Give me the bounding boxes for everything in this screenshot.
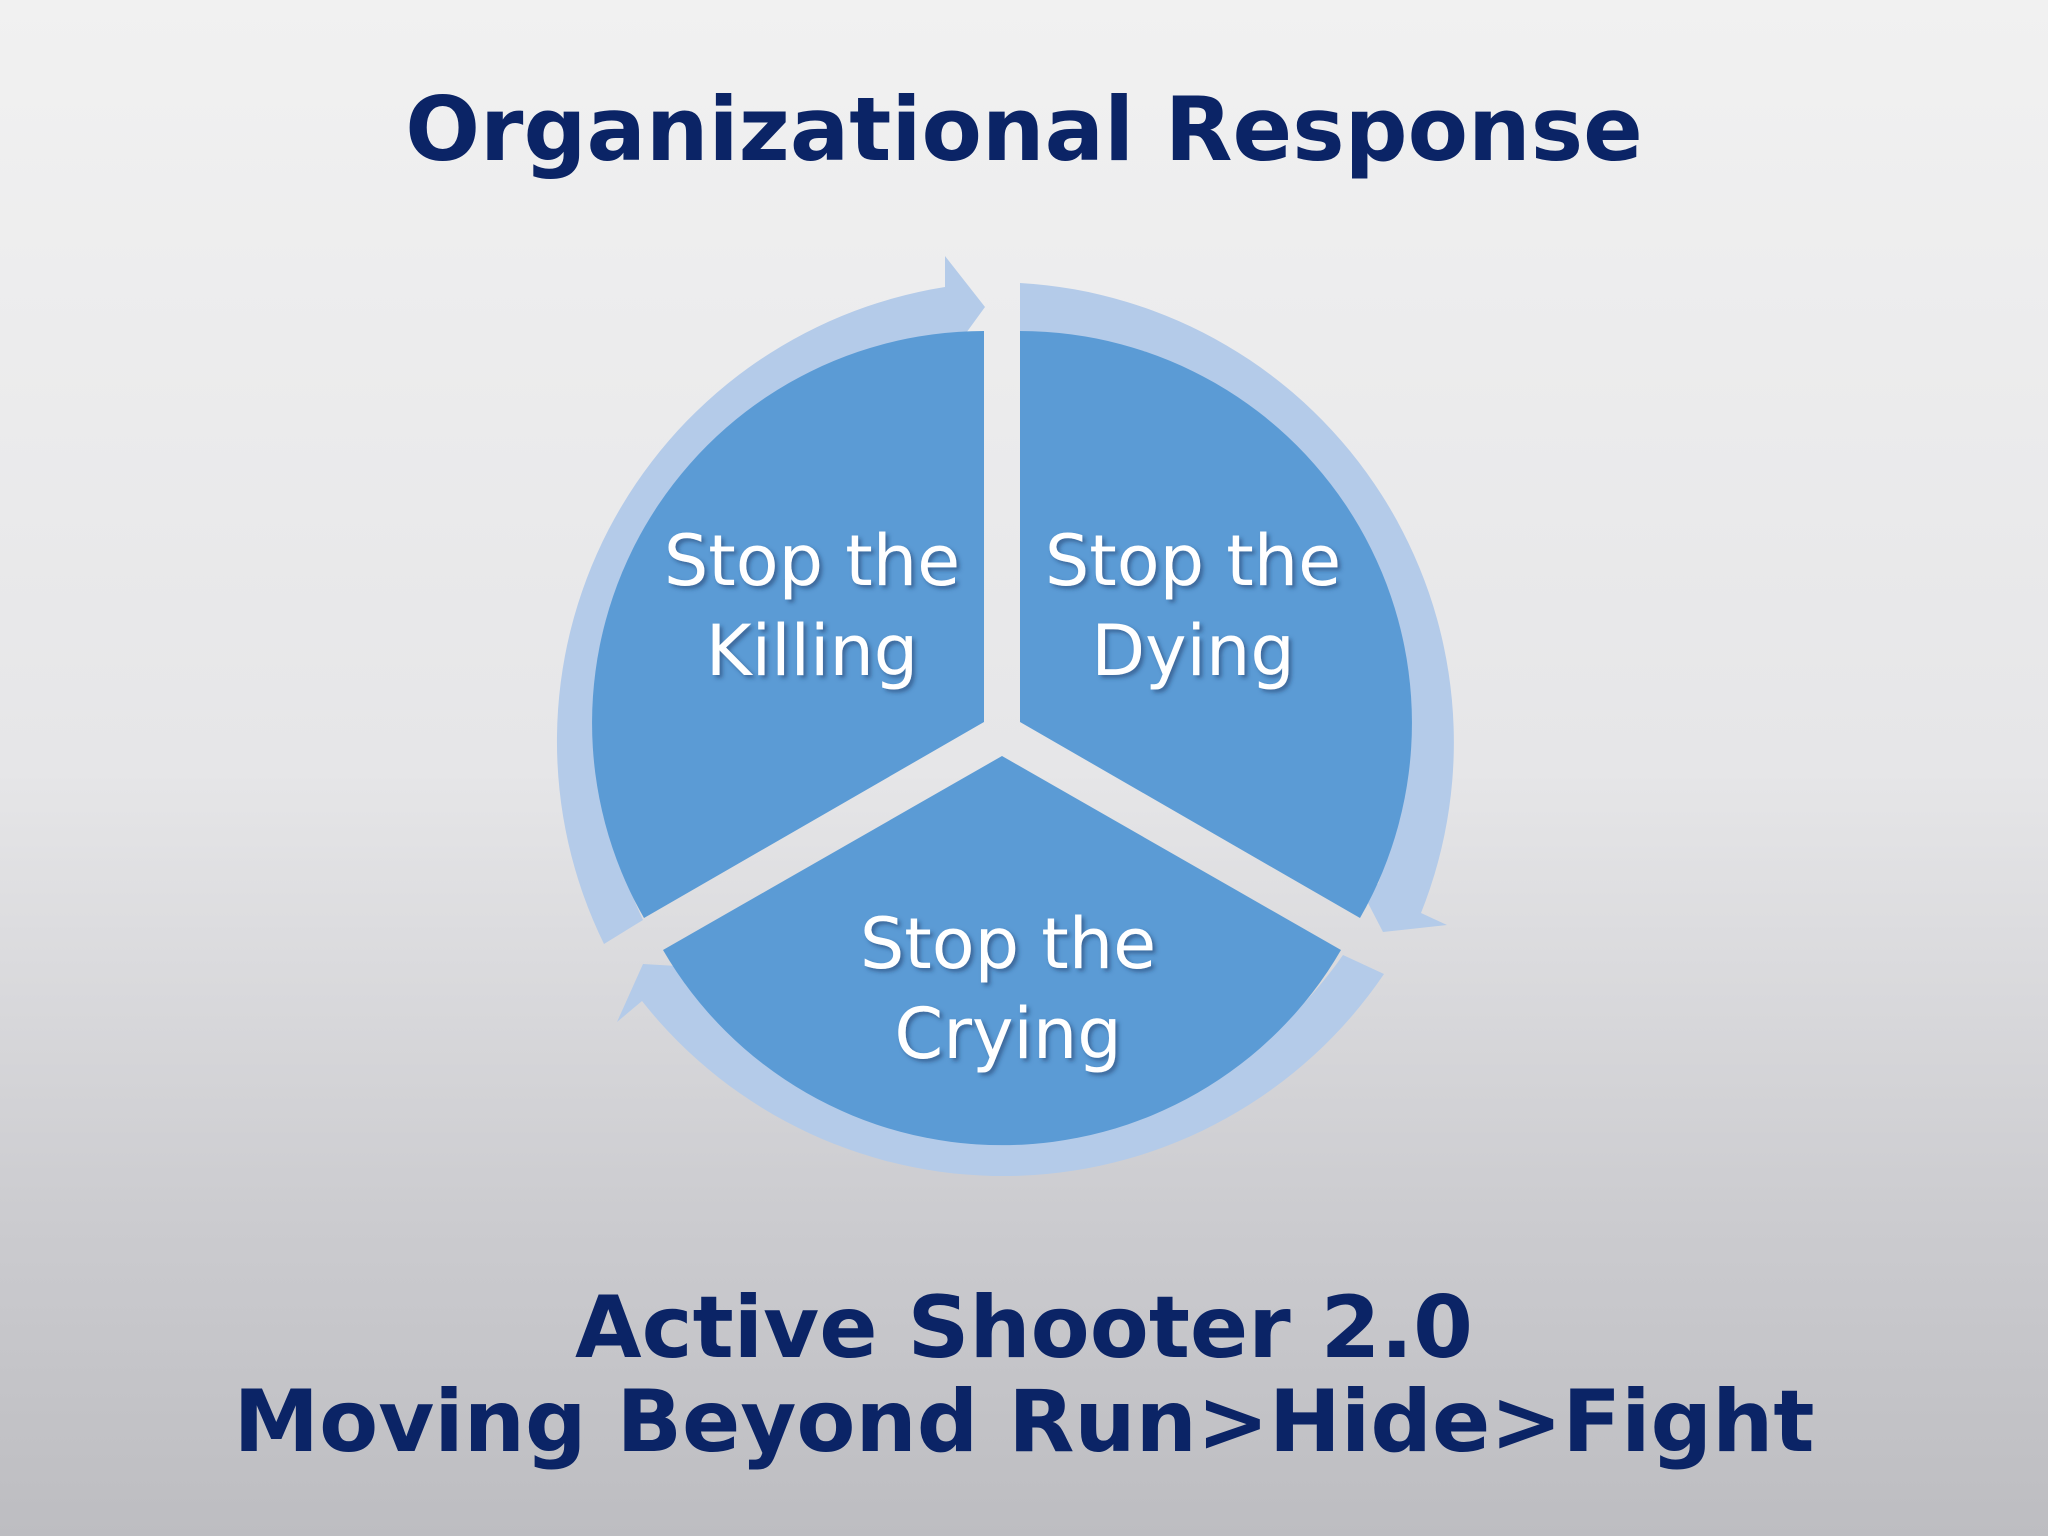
footer-title: Active Shooter 2.0 xyxy=(575,1278,1473,1378)
segment-dying-label-line2: Dying xyxy=(1091,610,1295,692)
segment-dying-label-line1: Stop the xyxy=(1045,520,1341,602)
slide-title: Organizational Response xyxy=(405,78,1643,181)
segment-crying xyxy=(663,756,1341,1146)
arrow-dying-to-crying xyxy=(1020,283,1454,932)
arrow-killing-to-dying xyxy=(556,256,985,944)
segment-dying xyxy=(1020,331,1412,918)
segment-crying-label-line1: Stop the xyxy=(860,903,1156,985)
footer-subtitle: Moving Beyond Run>Hide>Fight xyxy=(233,1372,1815,1472)
arrow-crying-to-killing xyxy=(617,955,1384,1177)
cycle-segments xyxy=(592,331,1412,1146)
segment-killing xyxy=(592,331,984,918)
segment-killing-label-line1: Stop the xyxy=(664,520,960,602)
segment-killing-label-line2: Killing xyxy=(706,610,919,692)
segment-crying-label-line2: Crying xyxy=(894,993,1121,1075)
cycle-arrows xyxy=(556,256,1454,1177)
